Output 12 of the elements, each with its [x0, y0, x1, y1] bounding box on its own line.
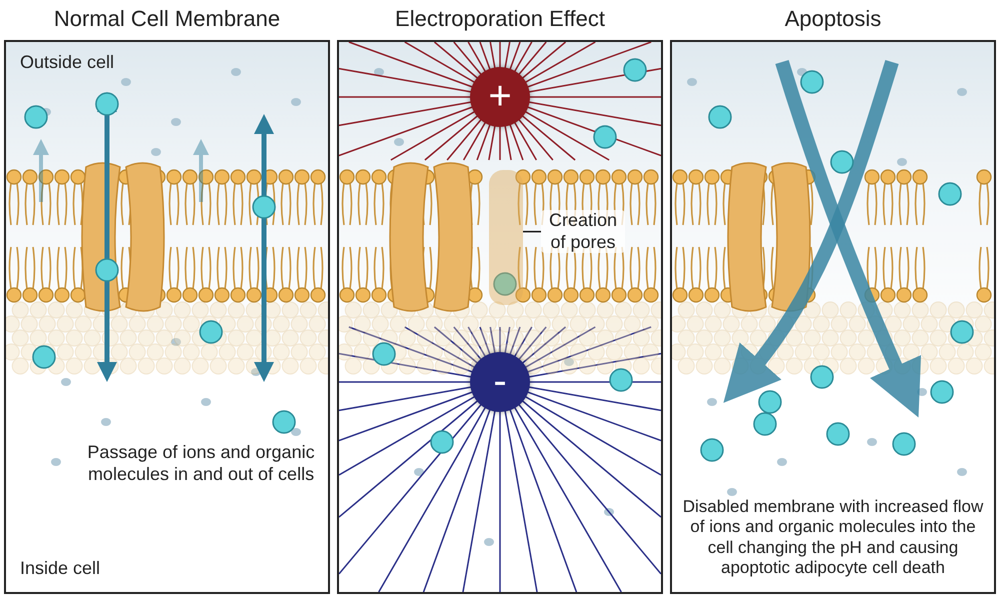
panel-heading: Apoptosis [784, 6, 882, 32]
membrane-pore [489, 170, 523, 305]
callout-label: Creation of pores [541, 210, 625, 254]
leader-line [523, 230, 541, 232]
negative-electrode: - [470, 352, 530, 412]
area-label: Inside cell [20, 558, 100, 580]
description-text: Disabled membrane with increased flow of ions and organic molecules into the cell changing the pH and causing apoptotic adipocyte cell death [682, 497, 984, 579]
description-text: Passage of ions and organic molecules in and out of cells [86, 442, 316, 486]
area-label: Outside cell [20, 52, 114, 74]
positive-electrode: + [470, 67, 530, 127]
panel-heading: Electroporation Effect [394, 6, 606, 32]
panel-heading: Normal Cell Membrane [52, 6, 282, 32]
